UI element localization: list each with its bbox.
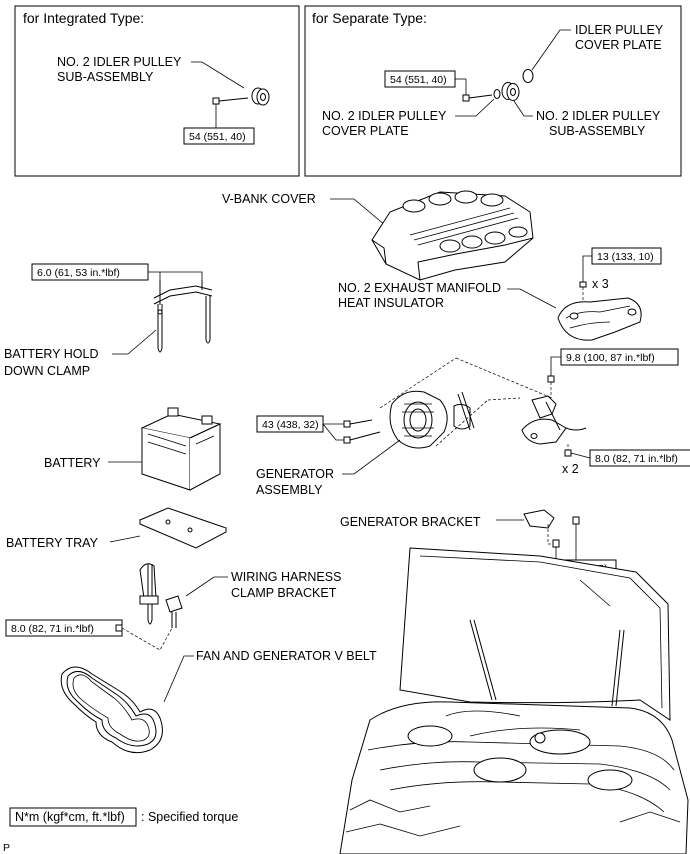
- v-bank-cover-label: V-BANK COVER: [222, 192, 316, 206]
- corner-mark: P: [3, 842, 10, 854]
- generator-drawing: [389, 390, 475, 449]
- battery-tray: BATTERY TRAY: [6, 507, 228, 550]
- inset-integrated-title: for Integrated Type:: [23, 10, 144, 26]
- integrated-idler-pulley-drawing: [251, 87, 270, 106]
- insulator-drawing: [557, 297, 642, 341]
- battery-hold-down-clamp: 6.0 (61, 53 in.*lbf) BATTERY HOLD DOWN C…: [4, 263, 213, 378]
- v-bank-cover-drawing: [371, 190, 534, 281]
- generator-bracket-mount-drawing: [521, 395, 587, 445]
- generator-assembly: 9.8 (100, 87 in.*lbf) 43 (438, 32): [256, 348, 690, 497]
- legend-unit-box: [9, 807, 137, 827]
- generator-torque-right-value: 8.0 (82, 71 in.*lbf): [595, 453, 678, 465]
- v-bank-cover: V-BANK COVER: [222, 190, 534, 281]
- wiring-label-line1: WIRING HARNESS: [231, 570, 341, 584]
- generator-torque-top-value: 9.8 (100, 87 in.*lbf): [566, 352, 655, 364]
- generator-label-line2: ASSEMBLY: [256, 483, 323, 497]
- integrated-pulley-label-line2: SUB-ASSEMBLY: [57, 70, 154, 84]
- generator-label-line1: GENERATOR: [256, 467, 334, 481]
- separate-pulley-line1: NO. 2 IDLER PULLEY: [536, 109, 661, 123]
- battery-tray-label: BATTERY TRAY: [6, 536, 99, 550]
- generator-torque-left-value: 43 (438, 32): [262, 419, 319, 431]
- inset-integrated-frame: [14, 5, 300, 177]
- separate-parts-drawing: [462, 69, 534, 102]
- wiring-torque-value: 8.0 (82, 71 in.*lbf): [11, 623, 94, 635]
- wiring-clamp-drawing: [139, 563, 183, 628]
- legend-unit: N*m (kgf*cm, ft.*lbf): [15, 810, 125, 824]
- insulator-torque-value: 13 (133, 10): [597, 251, 654, 263]
- inset-separate-title: for Separate Type:: [312, 10, 427, 26]
- battery-label: BATTERY: [44, 456, 101, 470]
- generator-bracket-drawing: [523, 509, 555, 529]
- wiring-label-line2: CLAMP BRACKET: [231, 586, 337, 600]
- inset-integrated-type: for Integrated Type: NO. 2 IDLER PULLEY …: [14, 5, 300, 177]
- generator-quantity: x 2: [562, 462, 579, 476]
- insulator-label-line1: NO. 2 EXHAUST MANIFOLD: [338, 281, 501, 295]
- separate-cover-top-line2: COVER PLATE: [575, 38, 662, 52]
- hold-down-label-line1: BATTERY HOLD: [4, 347, 98, 361]
- battery: BATTERY: [44, 407, 222, 491]
- separate-cover-left-line2: COVER PLATE: [322, 124, 409, 138]
- wiring-harness-clamp-bracket: WIRING HARNESS CLAMP BRACKET 8.0 (82, 71…: [5, 563, 341, 651]
- exhaust-heat-insulator: 13 (133, 10) x 3 NO. 2 EXHAUST MANIFOLD …: [338, 247, 662, 341]
- separate-cover-left-line1: NO. 2 IDLER PULLEY: [322, 109, 447, 123]
- v-belt-drawing: [60, 666, 163, 754]
- generator-bracket-label: GENERATOR BRACKET: [340, 515, 481, 529]
- integrated-torque-value: 54 (551, 40): [189, 131, 246, 143]
- raised-hood-drawing: [399, 547, 671, 721]
- inset-separate-frame: [304, 5, 682, 177]
- v-belt-label: FAN AND GENERATOR V BELT: [196, 649, 377, 663]
- separate-torque-value: 54 (551, 40): [390, 74, 447, 86]
- insulator-quantity: x 3: [592, 277, 609, 291]
- separate-pulley-line2: SUB-ASSEMBLY: [549, 124, 646, 138]
- separate-cover-top-line1: IDLER PULLEY: [575, 23, 664, 37]
- inset-separate-type: for Separate Type: IDLER PULLEY COVER PL…: [304, 5, 682, 177]
- fan-generator-v-belt: FAN AND GENERATOR V BELT: [60, 649, 377, 754]
- integrated-pulley-label-line1: NO. 2 IDLER PULLEY: [57, 55, 182, 69]
- legend-text: : Specified torque: [141, 810, 238, 824]
- insulator-label-line2: HEAT INSULATOR: [338, 296, 444, 310]
- integrated-bolt-drawing: [212, 97, 249, 105]
- hold-down-clamp-drawing: [153, 280, 213, 353]
- engine-compartment-drawing: [339, 547, 689, 854]
- battery-drawing: [140, 407, 222, 491]
- hold-down-torque-value: 6.0 (61, 53 in.*lbf): [37, 267, 120, 279]
- battery-tray-drawing: [138, 507, 228, 549]
- integrated-torque-box: [183, 127, 255, 145]
- hold-down-label-line2: DOWN CLAMP: [4, 364, 90, 378]
- torque-legend: N*m (kgf*cm, ft.*lbf) : Specified torque: [9, 807, 238, 827]
